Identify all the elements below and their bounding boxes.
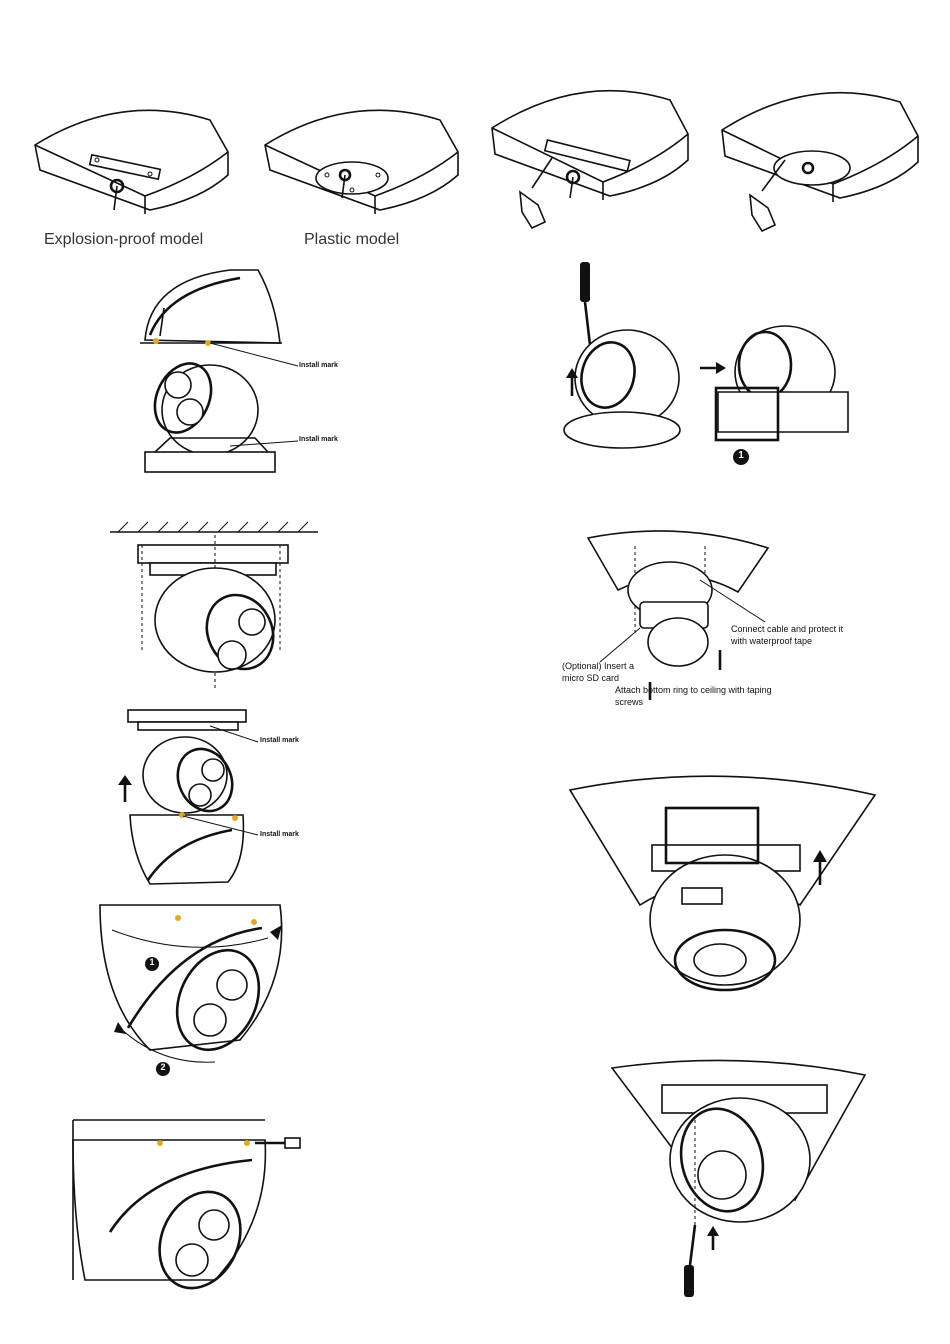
arrow-up-icon (118, 775, 132, 785)
install-mark-label: Install mark (299, 362, 338, 369)
camera-ball-exploded (144, 354, 298, 472)
screwdriver-dome-open (564, 262, 848, 465)
step-number-1: 1 (737, 450, 745, 461)
step-number-2: 2 (159, 1062, 167, 1072)
arrow-up-icon (707, 1226, 719, 1236)
install-mark-label: Install mark (260, 737, 299, 744)
step-number-1: 1 (148, 957, 156, 967)
arrow-left-icon (114, 1022, 126, 1034)
screwdriver-icon (684, 1265, 694, 1297)
caption-plastic: Plastic model (304, 231, 399, 249)
install-mark-label: Install mark (260, 831, 299, 838)
install-mark-label: Install mark (299, 436, 338, 443)
ceiling-panel-plastic (265, 110, 458, 214)
ceiling-panel-drill-ring (722, 93, 918, 231)
callout-sd-card: (Optional) Insert a micro SD card (562, 660, 647, 684)
dome-lock-screw (73, 1120, 300, 1301)
ceiling-mount-camera (110, 522, 318, 688)
dome-cover-exploded (140, 270, 298, 366)
arrow-right-icon (716, 362, 726, 374)
screw-icon (285, 1138, 300, 1148)
drill-icon (520, 192, 545, 228)
dome-attach-upward (118, 710, 258, 884)
dome-tighten-screw (612, 1060, 865, 1297)
screwdriver-icon (580, 262, 590, 302)
caption-explosion-proof: Explosion-proof model (44, 231, 203, 249)
ceiling-panel-drill-bracket (492, 91, 688, 228)
dome-into-ring (570, 776, 875, 990)
drill-icon (750, 195, 775, 231)
callout-attach-ring: Attach bottom ring to ceiling with tapin… (615, 684, 785, 708)
callout-connect-cable: Connect cable and protect it with waterp… (731, 623, 856, 647)
dome-rotate (100, 905, 282, 1076)
ceiling-panel-explosion-proof (35, 110, 228, 214)
